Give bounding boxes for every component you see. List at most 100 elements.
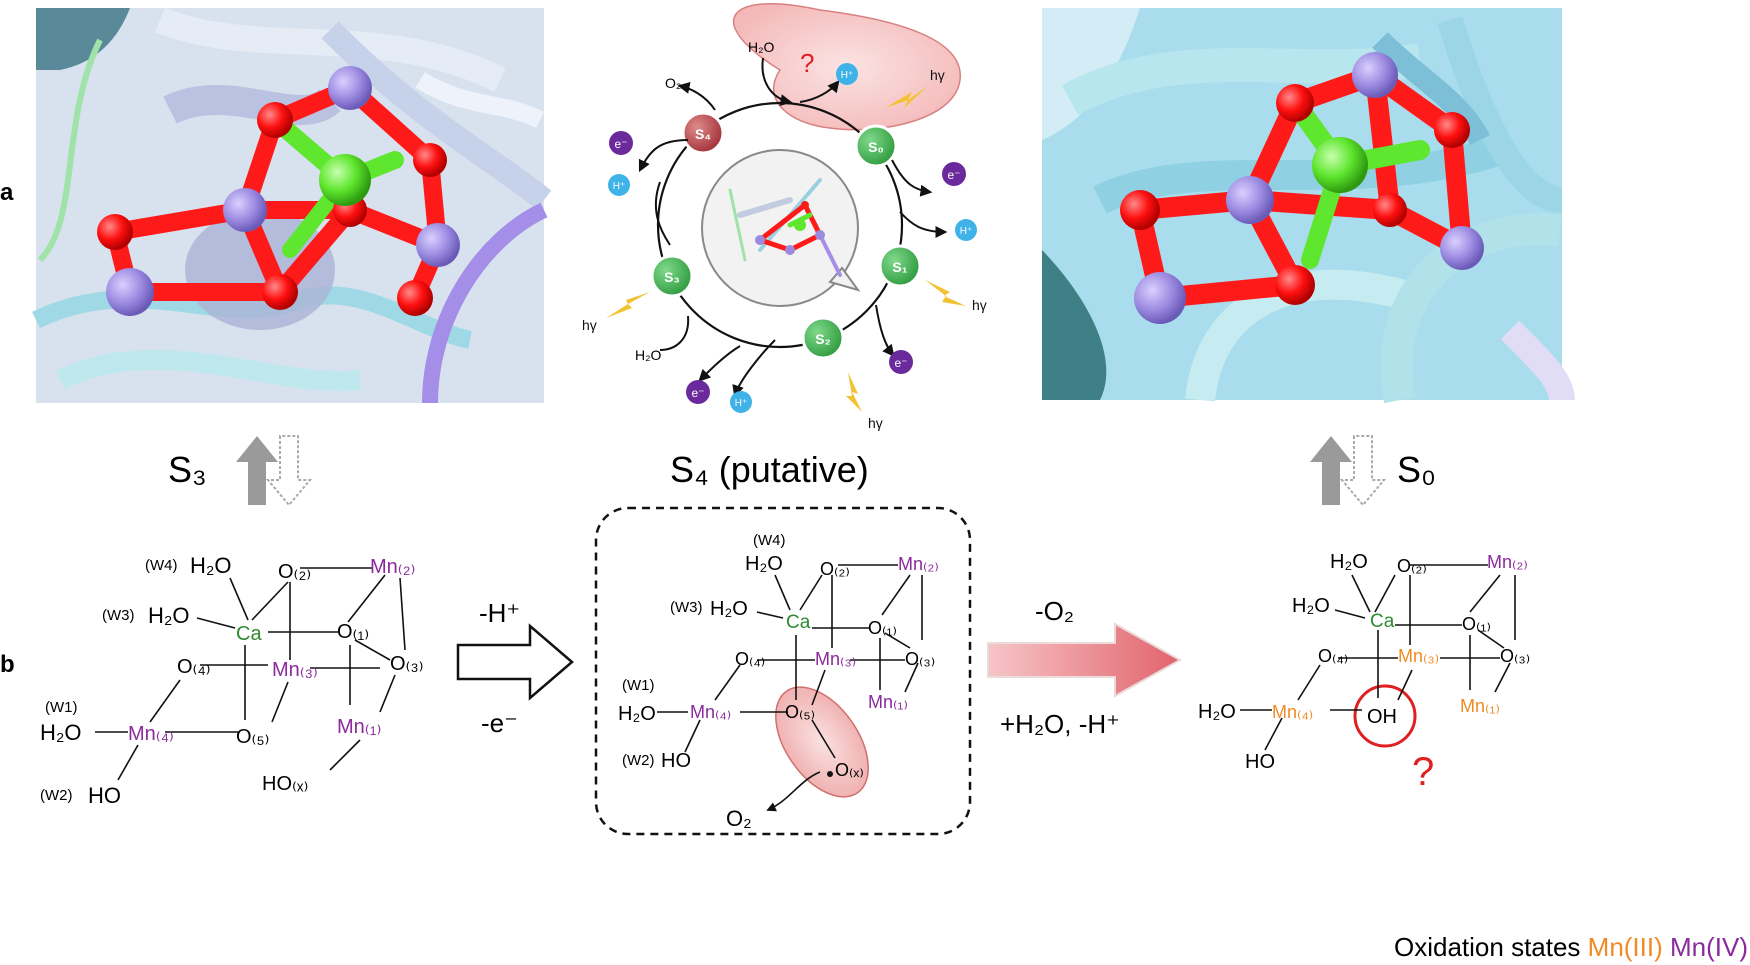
- svg-text:O₍₂₎: O₍₂₎: [1397, 556, 1427, 576]
- svg-text:Mn₍₃₎: Mn₍₃₎: [1398, 646, 1439, 666]
- svg-text:?: ?: [1412, 750, 1434, 794]
- o2-label-cycle: O₂: [665, 75, 681, 91]
- svg-text:HO: HO: [88, 783, 121, 808]
- electron-1: e⁻: [609, 131, 633, 155]
- photon-4: hγ: [582, 292, 650, 333]
- panel-label-a: a: [0, 179, 14, 206]
- svg-text:O₍₁₎: O₍₁₎: [337, 621, 369, 643]
- svg-text:S₂: S₂: [815, 331, 831, 347]
- svg-text:hγ: hγ: [582, 317, 597, 333]
- svg-text:O₍₃₎: O₍₃₎: [1500, 646, 1530, 666]
- svg-text:S₀: S₀: [868, 139, 884, 155]
- svg-text:OH: OH: [1367, 706, 1397, 728]
- svg-text:Ca: Ca: [1370, 611, 1395, 632]
- svg-text:e⁻: e⁻: [894, 356, 907, 370]
- s4-labels: (W4) H₂O (W3) H₂O (W1) H₂O (W2) HO Ca O₍…: [618, 532, 939, 831]
- svg-text:Mn₍₂₎: Mn₍₂₎: [370, 556, 415, 578]
- svg-text:HO: HO: [1245, 751, 1275, 773]
- svg-text:H₂O: H₂O: [40, 720, 82, 745]
- s4-structure: [657, 564, 923, 812]
- svg-text:Mn₍₃₎: Mn₍₃₎: [815, 649, 856, 669]
- render-s0: [1042, 8, 1575, 404]
- svg-text:e⁻: e⁻: [614, 137, 627, 151]
- svg-text:(W4): (W4): [753, 532, 786, 549]
- oxidation-legend: Oxidation states Mn(III) Mn(IV): [1394, 932, 1748, 962]
- svg-text:H₂O: H₂O: [1330, 551, 1368, 573]
- svg-text:Mn₍₄₎: Mn₍₄₎: [690, 702, 731, 722]
- proton-4: H⁺: [730, 391, 752, 413]
- svg-text:Ca: Ca: [786, 612, 811, 633]
- svg-text:(W2): (W2): [40, 787, 73, 804]
- proton-3: H⁺: [955, 219, 977, 241]
- svg-text:O₂: O₂: [726, 806, 752, 831]
- equilibrium-arrow-s0: [1310, 435, 1387, 507]
- svg-text:O₍₂₎: O₍₂₎: [820, 559, 850, 579]
- svg-text:Mn₍₁₎: Mn₍₁₎: [868, 692, 908, 712]
- svg-text:(W3): (W3): [102, 607, 135, 624]
- photon-2: hγ: [925, 280, 987, 313]
- svg-text:S₁: S₁: [892, 259, 907, 275]
- svg-text:Mn₍₁₎: Mn₍₁₎: [1460, 696, 1500, 716]
- electron-4: e⁻: [686, 380, 710, 404]
- svg-text:H⁺: H⁺: [841, 70, 854, 81]
- svg-text:(W1): (W1): [622, 677, 655, 694]
- svg-text:O₍₅₎: O₍₅₎: [236, 726, 269, 748]
- svg-text:-O₂: -O₂: [1035, 596, 1074, 626]
- node-s3: S₃: [650, 254, 694, 298]
- deprotonation-arrow: -H⁺ -e⁻: [456, 598, 574, 738]
- photon-3: hγ: [846, 372, 883, 431]
- node-s0: S₀: [854, 124, 898, 168]
- svg-text:H₂O: H₂O: [190, 553, 232, 578]
- svg-text:H₂O: H₂O: [618, 703, 656, 725]
- svg-text:O₍₂₎: O₍₂₎: [278, 561, 311, 583]
- svg-text:HO₍ₓ₎: HO₍ₓ₎: [262, 773, 308, 795]
- s4-box: [594, 506, 972, 836]
- svg-text:O₍₄₎: O₍₄₎: [177, 656, 211, 678]
- s3-structure: [95, 567, 406, 781]
- svg-text:-H⁺: -H⁺: [479, 598, 520, 628]
- s0-structure: [1240, 564, 1516, 751]
- svg-text:H₂O: H₂O: [1292, 595, 1330, 617]
- svg-text:+H₂O, -H⁺: +H₂O, -H⁺: [1000, 709, 1120, 739]
- node-s1: S₁: [878, 244, 922, 288]
- svg-text:(W3): (W3): [670, 599, 703, 616]
- svg-text:O₍₄₎: O₍₄₎: [735, 649, 765, 669]
- s0-labels: H₂O H₂O Ca O₍₂₎ Mn₍₂₎ O₍₁₎ O₍₄₎ Mn₍₃₎ O₍…: [1198, 551, 1530, 794]
- svg-text:hγ: hγ: [868, 415, 883, 431]
- state-label-s0: S₀: [1397, 449, 1436, 490]
- state-label-s4: S₄ (putative): [670, 449, 869, 490]
- panel-label-b: b: [0, 651, 15, 678]
- kok-cycle: S₀ S₁ S₂ S₃ S₄ H₂O ? O₂ H₂O e⁻ e⁻ e⁻ e⁻ …: [582, 3, 987, 431]
- svg-text:-e⁻: -e⁻: [481, 708, 518, 738]
- svg-text:H⁺: H⁺: [960, 226, 973, 237]
- svg-text:O₍₁₎: O₍₁₎: [868, 618, 897, 638]
- s3-labels: (W4) H₂O (W3) H₂O (W1) H₂O (W2) HO Ca O₍…: [40, 553, 424, 808]
- svg-text:hγ: hγ: [972, 297, 987, 313]
- svg-text:O₍₃₎: O₍₃₎: [390, 653, 424, 675]
- svg-text:Mn₍₂₎: Mn₍₂₎: [1487, 552, 1528, 572]
- svg-text:H₂O: H₂O: [148, 603, 190, 628]
- svg-text:(W2): (W2): [622, 752, 655, 769]
- svg-text:(W4): (W4): [145, 557, 178, 574]
- svg-text:Mn₍₂₎: Mn₍₂₎: [898, 554, 939, 574]
- svg-text:(W1): (W1): [45, 699, 78, 716]
- svg-text:S₄: S₄: [695, 126, 711, 142]
- svg-text:H⁺: H⁺: [613, 181, 626, 192]
- node-s2: S₂: [801, 316, 845, 360]
- svg-text:S₃: S₃: [664, 269, 680, 285]
- svg-text:hγ: hγ: [930, 67, 945, 83]
- state-label-s3: S₃: [168, 449, 207, 490]
- s4-ox-highlight: [775, 686, 869, 798]
- svg-text:H₂O: H₂O: [1198, 701, 1236, 723]
- equilibrium-arrow-s3: [236, 435, 313, 507]
- water-label-top: H₂O: [748, 39, 775, 55]
- s0-oh-highlight: [1353, 684, 1417, 748]
- svg-text:O₍₄₎: O₍₄₎: [1318, 646, 1348, 666]
- photon-1: hγ: [885, 67, 945, 108]
- svg-text:H₂O: H₂O: [745, 553, 783, 575]
- inset-mini-cluster: [728, 178, 842, 277]
- svg-text:Ca: Ca: [236, 623, 262, 645]
- water-label-bottom: H₂O: [635, 347, 662, 363]
- svg-text:H⁺: H⁺: [735, 398, 748, 409]
- svg-text:e⁻: e⁻: [947, 168, 960, 182]
